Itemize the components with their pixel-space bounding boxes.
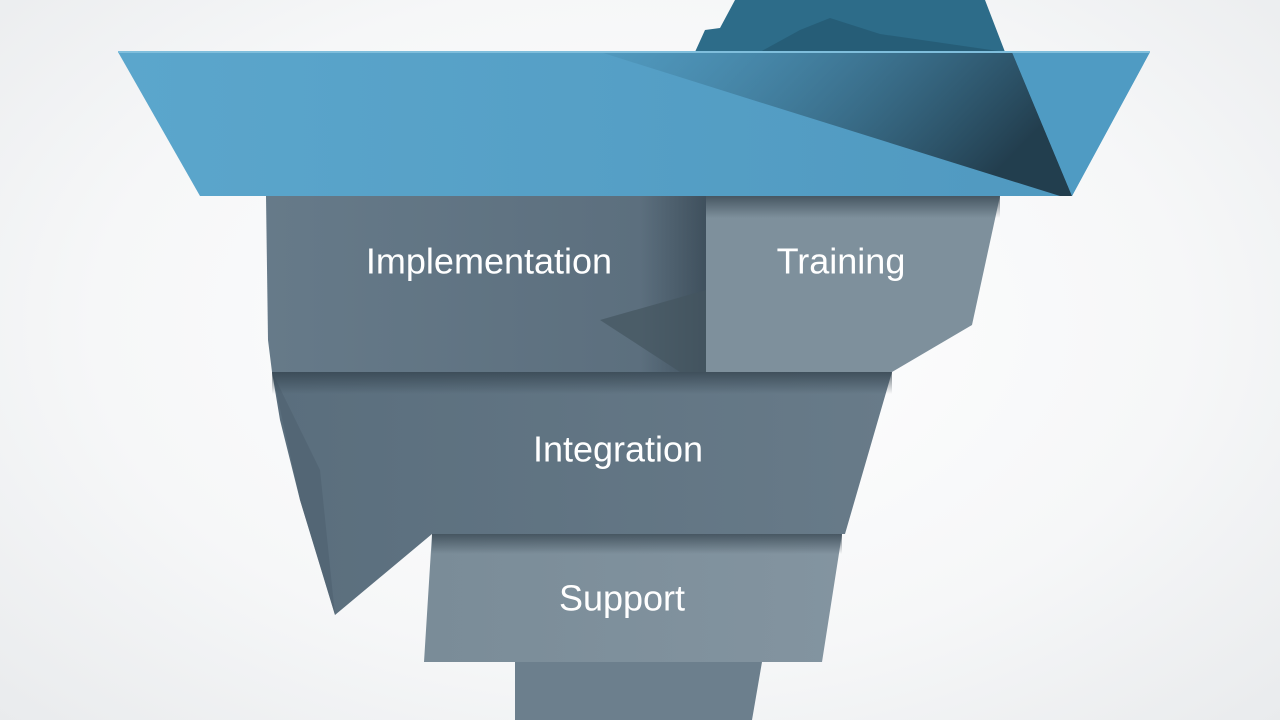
label-training: Training (777, 241, 906, 282)
funnel-segment-implementation (266, 196, 706, 372)
integration-top-shadow (272, 372, 892, 394)
funnel-segment-bottom (515, 662, 762, 720)
iceberg-peak-shade (760, 18, 1005, 52)
funnel-segment-training (706, 196, 1000, 372)
implementation-fold (600, 290, 706, 372)
funnel-segment-integration (272, 372, 892, 615)
integration-fold-shadow (272, 372, 335, 615)
lid-fold-shadow (600, 52, 1072, 196)
support-top-shadow (432, 534, 842, 554)
lid-fold-highlight (1012, 52, 1150, 196)
training-top-shadow (706, 196, 1000, 218)
label-support: Support (559, 578, 685, 619)
label-integration: Integration (533, 429, 703, 470)
label-implementation: Implementation (366, 241, 612, 282)
funnel-segment-support (424, 534, 842, 662)
